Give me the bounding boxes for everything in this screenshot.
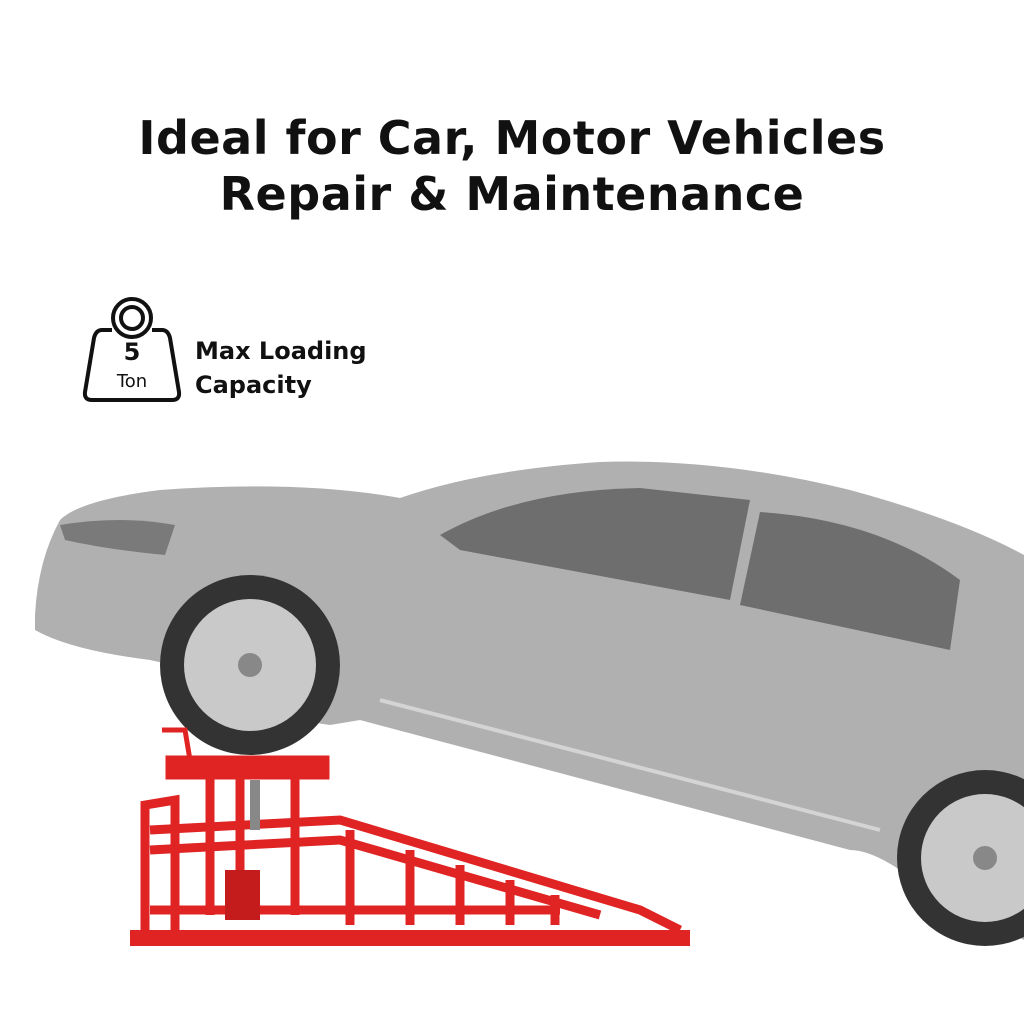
capacity-label: Max Loading Capacity [195, 334, 367, 402]
capacity-label-line-2: Capacity [195, 371, 312, 399]
capacity-number: 5 [123, 338, 141, 366]
capacity-label-line-1: Max Loading [195, 337, 367, 365]
car-image [35, 461, 1024, 946]
weight-icon [82, 297, 182, 402]
car-ramp-image [130, 727, 690, 946]
headline: Ideal for Car, Motor Vehicles Repair & M… [0, 110, 1024, 222]
capacity-unit: Ton [116, 371, 148, 392]
headline-line-1: Ideal for Car, Motor Vehicles [138, 111, 886, 165]
headline-line-2: Repair & Maintenance [219, 167, 805, 221]
